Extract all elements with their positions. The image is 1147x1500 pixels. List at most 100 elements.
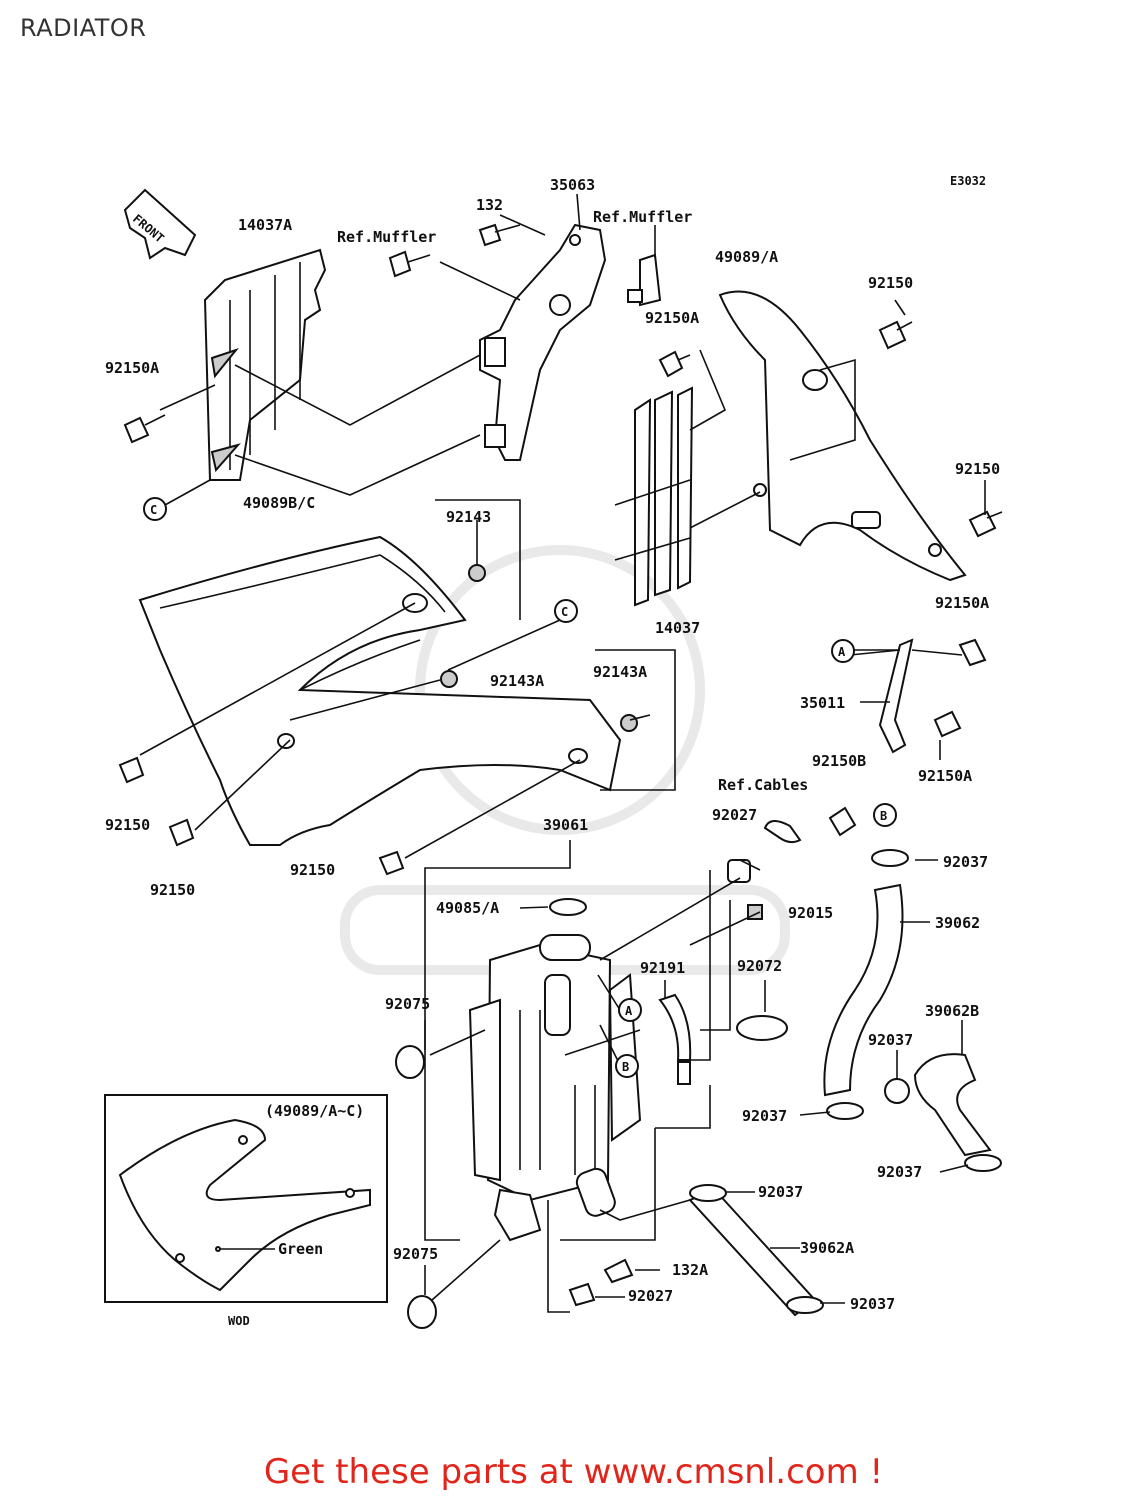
bolt-92150-top — [878, 320, 913, 350]
grommet-92075-a — [395, 1045, 425, 1079]
radiator-core — [468, 934, 642, 1242]
bolt-132 — [478, 223, 521, 247]
ref-marker-c2: C — [554, 599, 578, 623]
callout-92027-b: 92027 — [628, 1287, 673, 1305]
callout-92150A-d: 92150A — [918, 767, 972, 785]
callout-39062B: 39062B — [925, 1002, 979, 1020]
bolt-92150-b — [168, 818, 195, 847]
callout-92037-e: 92037 — [758, 1183, 803, 1201]
callout-49089BC: 49089B/C — [243, 494, 315, 512]
callout-92075-a: 92075 — [385, 995, 430, 1013]
bolt-92027-top — [727, 859, 751, 883]
callout-92037-a: 92037 — [943, 853, 988, 871]
callout-92027-a: 92027 — [712, 806, 757, 824]
front-arrow-icon: FRONT — [123, 188, 197, 260]
grommet-92143A-b — [620, 714, 638, 732]
callout-92150A-a: 92150A — [645, 309, 699, 327]
callout-49089A: 49089/A — [715, 248, 778, 266]
ref-a2-label: A — [625, 1004, 633, 1018]
bolt-92150-c — [378, 850, 405, 876]
callout-92037-d: 92037 — [877, 1163, 922, 1181]
callout-92150A-b: 92150A — [105, 359, 159, 377]
muffler-mount-clip — [627, 253, 662, 307]
callout-92075-b: 92075 — [393, 1245, 438, 1263]
radiator-grille-14037 — [614, 386, 694, 607]
ref-a1-label: A — [838, 645, 846, 659]
callout-ref-muffler-1: Ref.Muffler — [337, 228, 436, 246]
bolt-92150A-stay2 — [933, 710, 962, 738]
ref-marker-b2: B — [615, 1054, 639, 1078]
hose-39062A — [688, 1188, 817, 1317]
ref-marker-c1: C — [143, 497, 167, 521]
bolt-92150A-mid — [658, 350, 691, 378]
inset-caption: WOD — [228, 1314, 250, 1328]
callout-132: 132 — [476, 196, 503, 214]
footer-promo-link[interactable]: Get these parts at www.cmsnl.com ! — [263, 1452, 884, 1492]
clamp-92037-c — [884, 1078, 910, 1104]
leader-lines — [139, 193, 986, 1313]
bolt-92150A-left — [123, 414, 166, 444]
radiator-stay-35011 — [878, 638, 963, 754]
radiator-shroud-right — [718, 290, 967, 582]
callout-35063: 35063 — [550, 176, 595, 194]
callout-92015: 92015 — [788, 904, 833, 922]
inset-color-note: Green — [278, 1240, 323, 1258]
inset-title: (49089/A~C) — [265, 1102, 364, 1120]
clamp-92072 — [736, 1015, 788, 1041]
callout-92072: 92072 — [737, 957, 782, 975]
callout-39062A: 39062A — [800, 1239, 854, 1257]
callout-92150-c: 92150 — [105, 816, 150, 834]
callout-92191: 92191 — [640, 959, 685, 977]
callout-92037-f: 92037 — [850, 1295, 895, 1313]
callout-35011: 35011 — [800, 694, 845, 712]
bolt-132A — [603, 1258, 634, 1284]
bolt-92027-bottom — [568, 1282, 596, 1307]
clamp-92037-b — [826, 1102, 864, 1120]
diagram-code: E3032 — [950, 174, 986, 188]
ref-marker-a2: A — [618, 998, 642, 1022]
page-title: RADIATOR — [20, 14, 147, 42]
callout-labels: 14037A Ref.Muffler 132 35063 Ref.Muffler… — [105, 176, 1000, 1313]
bolt-92150B — [828, 806, 857, 837]
callout-92150-a: 92150 — [868, 274, 913, 292]
callout-92150B: 92150B — [812, 752, 866, 770]
bolt-92150A-stay — [958, 638, 987, 667]
callout-92037-c: 92037 — [742, 1107, 787, 1125]
callout-92143A-b: 92143A — [593, 663, 647, 681]
callout-ref-muffler-2: Ref.Muffler — [593, 208, 692, 226]
radiator-cap-39061 — [549, 898, 587, 916]
callout-14037A: 14037A — [238, 216, 292, 234]
callout-132A: 132A — [672, 1261, 708, 1279]
callout-ref-cables: Ref.Cables — [718, 776, 808, 794]
bolt-92150-a — [118, 756, 145, 784]
inset-box: (49089/A~C) Green WOD — [104, 1094, 388, 1328]
callout-14037: 14037 — [655, 619, 700, 637]
grommet-92143A-a — [440, 670, 458, 688]
callout-92037-b: 92037 — [868, 1031, 913, 1049]
callout-39061: 39061 — [543, 816, 588, 834]
ref-c2-label: C — [561, 605, 568, 619]
grommet-92075-b — [407, 1295, 437, 1329]
clamp-92037-a — [871, 849, 909, 867]
callout-92143A-a: 92143A — [490, 672, 544, 690]
radiator-shroud-left — [138, 535, 622, 846]
bolt-ref-muffler — [388, 250, 431, 278]
callout-92150-e: 92150 — [290, 861, 335, 879]
grommet-92143 — [468, 564, 486, 582]
callout-39062: 39062 — [935, 914, 980, 932]
bolt-92150-right — [968, 510, 1003, 538]
callout-92150-b: 92150 — [955, 460, 1000, 478]
ref-marker-b1: B — [873, 803, 897, 827]
ref-b1-label: B — [880, 809, 887, 823]
clamp-92037-e — [689, 1184, 727, 1202]
clamp-92037-d — [964, 1154, 1002, 1172]
callout-49085A: 49085/A — [436, 899, 499, 917]
clamp-92037-f — [786, 1296, 824, 1314]
hose-92191 — [658, 993, 692, 1085]
ref-marker-a1: A — [831, 639, 855, 663]
callout-92150A-c: 92150A — [935, 594, 989, 612]
hose-39062B — [913, 1053, 992, 1157]
ref-b2-label: B — [622, 1060, 629, 1074]
callout-92143: 92143 — [446, 508, 491, 526]
